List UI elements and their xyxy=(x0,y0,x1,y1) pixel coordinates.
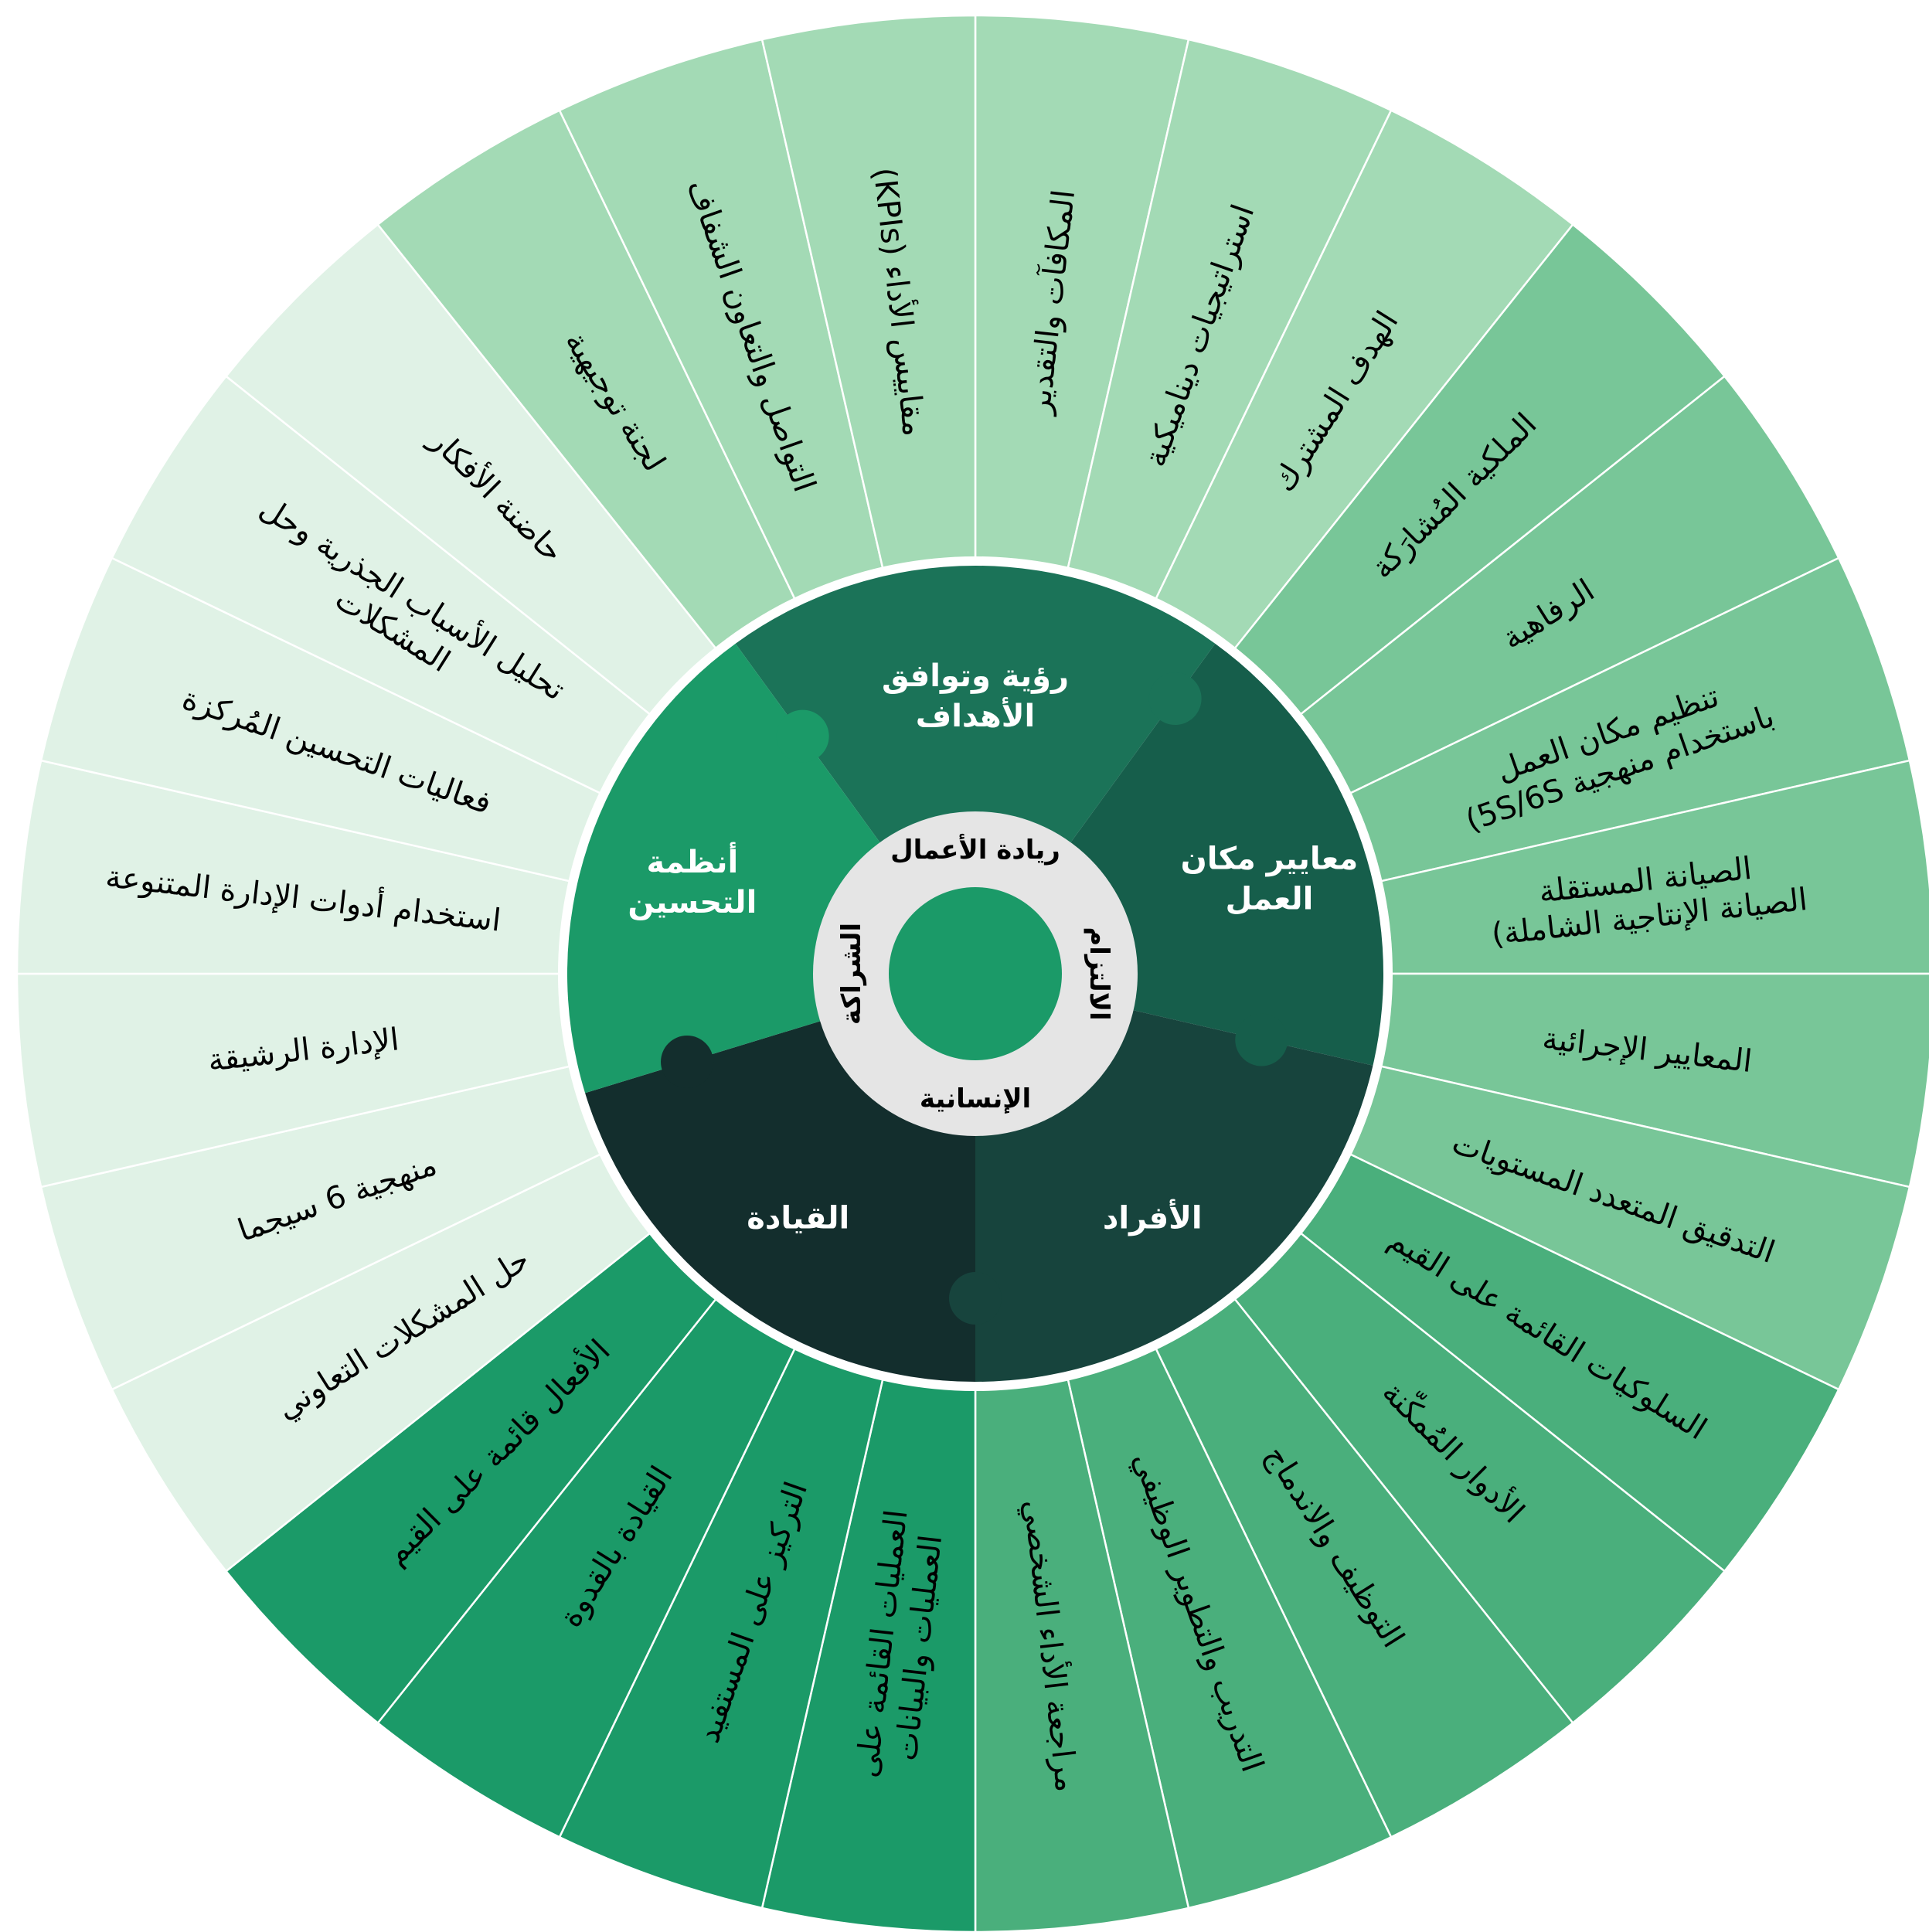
pillar-label-line: التحسين xyxy=(628,885,757,920)
pillar-label-people: الأفراد xyxy=(1103,1199,1203,1236)
core-ring-label-business: ريادة الأعمال xyxy=(890,833,1060,866)
puzzle-knob xyxy=(949,1272,1002,1325)
pillar-sector-vision xyxy=(735,566,1216,974)
pillar-label-line: القيادة xyxy=(747,1201,849,1236)
pillar-label-line: معايير مكان xyxy=(1181,841,1359,876)
puzzle-knob xyxy=(1235,1013,1288,1066)
puzzle-knob xyxy=(776,709,829,763)
pillar-label-line: العمل xyxy=(1226,881,1314,917)
pillar-label-leadership: القيادة xyxy=(747,1201,849,1236)
pillar-label-line: أنظمة xyxy=(646,842,738,880)
pillar-label-line: الأهداف xyxy=(916,696,1036,734)
center-circle xyxy=(889,887,1062,1060)
core-values-ring xyxy=(813,811,1138,1136)
outer-segments xyxy=(15,14,1929,1932)
pillar-label-improvement: أنظمة التحسين xyxy=(628,842,757,920)
core-ring-label-partnership: الشراكة xyxy=(836,923,867,1025)
puzzle-knob xyxy=(1148,672,1202,726)
core-ring-label-commitment: الالتزام xyxy=(1084,927,1114,1020)
pillar-label-workplace: معايير مكان العمل xyxy=(1181,841,1359,917)
pillar-label-line: رؤية وتوافق xyxy=(882,658,1069,694)
pillar-label-line: الأفراد xyxy=(1103,1199,1203,1236)
core-ring-label-humanity: الإنسانية xyxy=(920,1083,1031,1114)
puzzle-knob xyxy=(661,1036,714,1089)
